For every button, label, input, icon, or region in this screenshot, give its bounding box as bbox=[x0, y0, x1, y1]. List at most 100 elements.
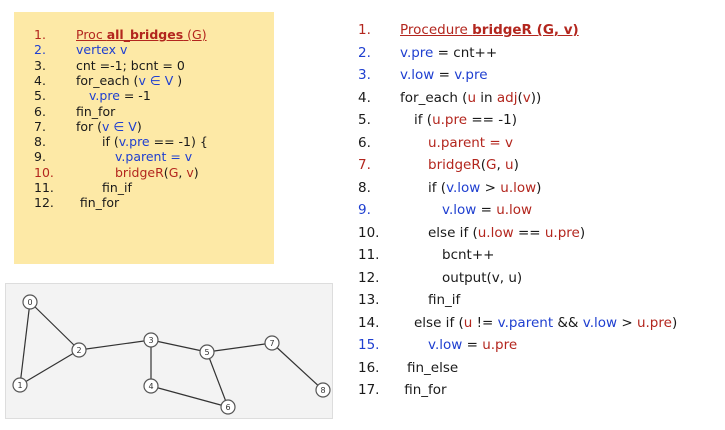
code-token: in bbox=[476, 89, 497, 106]
node-label: 1 bbox=[17, 381, 22, 390]
code-text: output(v, u) bbox=[442, 270, 522, 287]
code-token: v.pre bbox=[89, 88, 120, 104]
line-number: 2. bbox=[358, 44, 371, 61]
node-circle bbox=[264, 335, 280, 351]
code-token: && bbox=[553, 314, 583, 331]
code-token: G bbox=[168, 164, 179, 180]
code-text: fin_if bbox=[428, 292, 460, 309]
code-token: fin_else bbox=[407, 359, 459, 376]
code-token: ∈ bbox=[145, 72, 165, 88]
code-token: for_each ( bbox=[400, 89, 468, 106]
node-label: 8 bbox=[320, 386, 325, 395]
code-token: v bbox=[186, 164, 194, 180]
line-number: 12. bbox=[358, 269, 380, 286]
code-token: ) bbox=[513, 157, 519, 173]
line-number: 4. bbox=[34, 72, 46, 88]
code-token: v ∈ V bbox=[102, 118, 137, 134]
node-label: 7 bbox=[269, 339, 274, 348]
line-number: 6. bbox=[358, 134, 371, 151]
code-token: , bbox=[178, 164, 187, 180]
node-circle bbox=[220, 399, 236, 415]
code-text: Procedure bridgeR (G, v) bbox=[400, 22, 579, 39]
line-number: 7. bbox=[34, 118, 46, 134]
code-text: else if (u.low == u.pre) bbox=[428, 225, 585, 242]
code-token: v bbox=[522, 89, 531, 106]
line-number: 13. bbox=[358, 292, 380, 308]
code-token: bridgeR bbox=[115, 164, 164, 180]
code-token: u.parent = v bbox=[428, 134, 513, 151]
code-token: if ( bbox=[414, 112, 433, 128]
code-token: u.pre bbox=[544, 224, 580, 241]
graph-edge bbox=[206, 342, 273, 353]
code-text: for (v ∈ V) bbox=[76, 119, 142, 134]
code-text: v.pre = cnt++ bbox=[400, 45, 497, 62]
node-label: 6 bbox=[225, 403, 230, 412]
node-circle bbox=[199, 344, 215, 360]
code-token: ) bbox=[201, 27, 207, 42]
code-token: ) bbox=[193, 164, 199, 180]
code-text: if (v.low > u.low) bbox=[428, 180, 541, 197]
line-number: 16. bbox=[358, 359, 380, 376]
code-text: vertex v bbox=[76, 42, 127, 57]
node-label: 4 bbox=[148, 382, 153, 391]
code-token: fin_if bbox=[102, 180, 132, 195]
node-circle bbox=[71, 342, 87, 358]
code-token: > bbox=[617, 314, 637, 331]
code-token: v.low bbox=[446, 179, 481, 196]
code-token: v.low bbox=[400, 67, 435, 83]
code-token: output(v, u) bbox=[442, 269, 523, 286]
line-number: 14. bbox=[358, 314, 380, 331]
code-text: fin_for bbox=[80, 195, 119, 210]
node-circle bbox=[315, 382, 331, 398]
graph-edge bbox=[29, 301, 80, 351]
code-token: u.low bbox=[496, 202, 533, 218]
code-token: , bbox=[496, 157, 506, 173]
line-number: 8. bbox=[34, 134, 46, 150]
code-token: v.low bbox=[582, 314, 618, 331]
code-text: fin_for bbox=[404, 382, 446, 399]
code-token: v.parent bbox=[497, 314, 554, 331]
graph-edge bbox=[150, 385, 229, 408]
line-number: 9. bbox=[358, 202, 371, 218]
code-token: ( bbox=[517, 89, 523, 106]
line-number: 9. bbox=[34, 149, 46, 165]
code-text: bridgeR(G, v) bbox=[115, 165, 199, 180]
code-token: == -1) bbox=[467, 112, 517, 128]
code-token: v.pre bbox=[400, 44, 434, 61]
line-number: 8. bbox=[358, 179, 371, 196]
node-label: 5 bbox=[204, 348, 209, 357]
code-token: v.pre bbox=[118, 134, 150, 150]
node-label: 0 bbox=[27, 298, 32, 307]
code-token: all_bridges bbox=[106, 27, 184, 42]
code-token: fin_for bbox=[79, 195, 120, 211]
line-number: 3. bbox=[34, 57, 46, 73]
code-token: if ( bbox=[428, 179, 447, 196]
code-token: u.pre bbox=[636, 314, 672, 331]
code-token: else if ( bbox=[428, 224, 478, 241]
code-token: = bbox=[434, 67, 455, 83]
code-token: v.low bbox=[442, 202, 477, 218]
line-number: 6. bbox=[34, 103, 46, 119]
code-token: = -1 bbox=[119, 88, 151, 104]
code-token: v.pre bbox=[454, 67, 488, 83]
code-text: fin_if bbox=[102, 180, 132, 195]
line-number: 5. bbox=[358, 112, 371, 128]
code-token: G bbox=[485, 157, 497, 173]
line-number: 12. bbox=[34, 195, 54, 211]
code-text: cnt =-1; bcnt = 0 bbox=[76, 58, 185, 73]
code-text: bcnt++ bbox=[442, 247, 494, 264]
code-token: > bbox=[480, 179, 501, 196]
code-token: cnt =-1; bcnt = 0 bbox=[76, 57, 185, 73]
code-token: adj bbox=[496, 89, 518, 106]
code-token: != bbox=[472, 314, 498, 331]
line-number: 10. bbox=[358, 224, 380, 241]
code-token: u bbox=[467, 89, 476, 106]
code-token: fin_for bbox=[404, 382, 447, 398]
code-text: else if (u != v.parent && v.low > u.pre) bbox=[414, 315, 677, 332]
code-token: v.parent = v bbox=[115, 149, 193, 165]
code-token: bridgeR bbox=[428, 157, 481, 173]
line-number: 2. bbox=[34, 42, 46, 58]
code-token: ( bbox=[480, 157, 486, 173]
code-text: fin_for bbox=[76, 104, 115, 119]
